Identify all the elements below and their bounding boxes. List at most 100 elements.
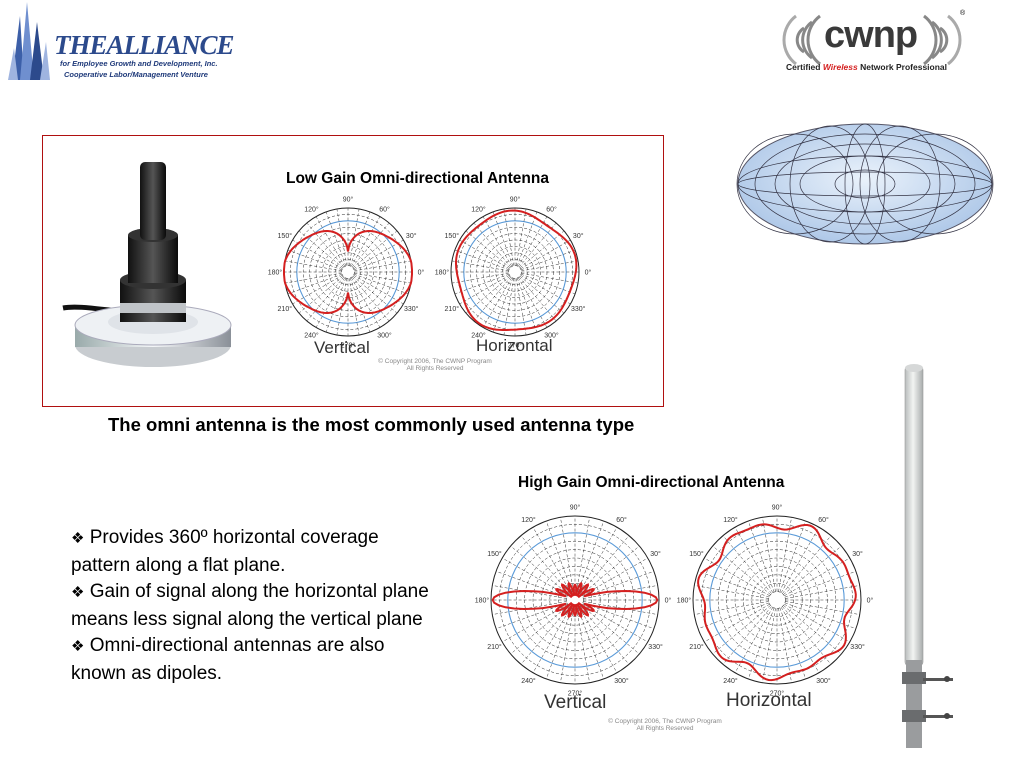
polar-ring: [734, 557, 820, 643]
polar-ring: [463, 220, 567, 324]
torus-radiation-pattern-image: [736, 123, 994, 245]
polar-spoke: [306, 276, 345, 322]
polar-spoke: [284, 272, 342, 284]
feature-item: ❖ Provides 360º horizontal coverage patt…: [71, 525, 441, 579]
angle-tick-label: 180°: [475, 597, 490, 605]
polar-spoke: [287, 249, 343, 271]
angle-tick-label: 120°: [304, 205, 319, 213]
polar-spoke: [560, 517, 574, 592]
polar-spoke: [515, 278, 527, 336]
polar-spoke: [515, 208, 527, 266]
polar-ring: [549, 574, 601, 626]
polar-spoke: [521, 260, 579, 272]
low-gain-copyright-line2: All Rights Reserved: [406, 365, 464, 372]
angle-tick-label: 210°: [487, 643, 502, 651]
polar-spoke: [712, 605, 771, 655]
polar-spoke: [722, 535, 772, 594]
low-gain-panel: [42, 135, 664, 407]
cwnp-name: cwnp: [824, 14, 918, 57]
angle-tick-label: 0°: [867, 597, 874, 605]
low-gain-vertical-polar-plot: 90°60°30°0°120°150°180°210°240°270°300°3…: [268, 196, 425, 350]
angle-tick-label: 330°: [850, 643, 865, 651]
polar-spoke: [546, 607, 573, 680]
polar-ring: [759, 582, 795, 618]
polar-spoke: [473, 276, 512, 322]
polar-ring: [507, 532, 643, 668]
alliance-tower-icon: [8, 2, 50, 80]
angle-tick-label: 0°: [585, 269, 592, 277]
polar-spoke: [510, 605, 569, 655]
polar-spoke: [503, 278, 515, 336]
polar-ring: [489, 246, 541, 298]
polar-spoke: [349, 211, 371, 267]
angle-tick-label: 90°: [510, 196, 521, 204]
polar-ring: [532, 557, 618, 643]
polar-ring: [768, 591, 786, 609]
angle-tick-label: 90°: [570, 504, 581, 512]
polar-spoke: [780, 527, 820, 593]
polar-ring: [290, 214, 406, 330]
cwnp-logo: cwnp ® Certified Wireless Network Profes…: [780, 8, 980, 78]
polar-spoke: [694, 601, 769, 615]
headline: The omni antenna is the most commonly us…: [108, 414, 635, 435]
angle-tick-label: 330°: [404, 305, 419, 313]
angle-tick-label: 150°: [445, 232, 460, 240]
angle-tick-label: 30°: [650, 550, 661, 558]
angle-tick-label: 150°: [278, 232, 293, 240]
angle-tick-label: 270°: [568, 690, 583, 698]
high-gain-horizontal-label: Horizontal: [726, 690, 812, 711]
angle-tick-label: 240°: [471, 332, 486, 340]
cwnp-tagline-wireless: Wireless: [822, 62, 858, 72]
angle-tick-label: 270°: [770, 690, 785, 698]
angle-tick-label: 330°: [648, 643, 663, 651]
low-gain-title: Low Gain Omni-directional Antenna: [286, 170, 549, 187]
radiation-pattern-curve: [491, 581, 659, 619]
polar-spoke: [582, 571, 655, 598]
cwnp-tagline: Certified Wireless Network Professional: [786, 62, 947, 72]
polar-ring: [322, 246, 374, 298]
polar-ring: [296, 220, 400, 324]
polar-spoke: [783, 545, 842, 595]
low-gain-horizontal-label: Horizontal: [476, 336, 553, 355]
polar-spoke: [560, 608, 574, 683]
angle-tick-label: 150°: [689, 550, 704, 558]
polar-spoke: [519, 230, 565, 269]
angle-tick-label: 180°: [268, 269, 283, 277]
bullet-marker-icon: ❖: [71, 638, 85, 655]
polar-spoke: [784, 571, 857, 598]
polar-spoke: [576, 517, 590, 592]
radiation-pattern-curve: [455, 209, 578, 331]
alliance-tagline: for Employee Growth and Development, Inc…: [60, 59, 218, 68]
angle-tick-label: 270°: [508, 342, 523, 350]
alliance-logo: THEALLIANCE for Employee Growth and Deve…: [6, 2, 235, 82]
angle-tick-label: 120°: [471, 205, 486, 213]
feature-list: ❖ Provides 360º horizontal coverage patt…: [71, 525, 441, 687]
angle-tick-label: 210°: [445, 305, 460, 313]
angle-tick-label: 30°: [573, 232, 584, 240]
polar-spoke: [510, 545, 569, 595]
polar-spoke: [519, 275, 565, 314]
angle-tick-label: 240°: [723, 677, 738, 685]
angle-tick-label: 90°: [343, 196, 354, 204]
polar-spoke: [782, 606, 832, 665]
high-gain-horizontal-polar-plot: 90°60°30°0°120°150°180°210°240°270°300°3…: [677, 504, 874, 698]
high-gain-vertical-label: Vertical: [544, 692, 607, 713]
polar-spoke: [576, 608, 590, 683]
feature-text: Omni-directional antennas are also known…: [71, 635, 385, 684]
polar-spoke: [516, 211, 538, 267]
radiation-pattern-curve: [697, 523, 857, 682]
angle-tick-label: 150°: [487, 550, 502, 558]
angle-tick-label: 180°: [435, 269, 450, 277]
low-gain-vertical-label: Vertical: [314, 338, 370, 357]
angle-tick-label: 30°: [406, 232, 417, 240]
high-gain-copyright: © Copyright 2006, The CWNP Program All R…: [590, 718, 740, 732]
polar-spoke: [454, 249, 510, 271]
low-gain-horizontal-polar-plot: 90°60°30°0°120°150°180°210°240°270°300°3…: [435, 196, 592, 350]
angle-tick-label: 60°: [546, 205, 557, 213]
signal-waves-left-icon: [782, 14, 821, 66]
polar-spoke: [779, 607, 806, 680]
polar-spoke: [581, 605, 640, 655]
polar-spoke: [451, 272, 509, 284]
polar-spoke: [521, 272, 579, 284]
polar-spoke: [492, 211, 514, 267]
